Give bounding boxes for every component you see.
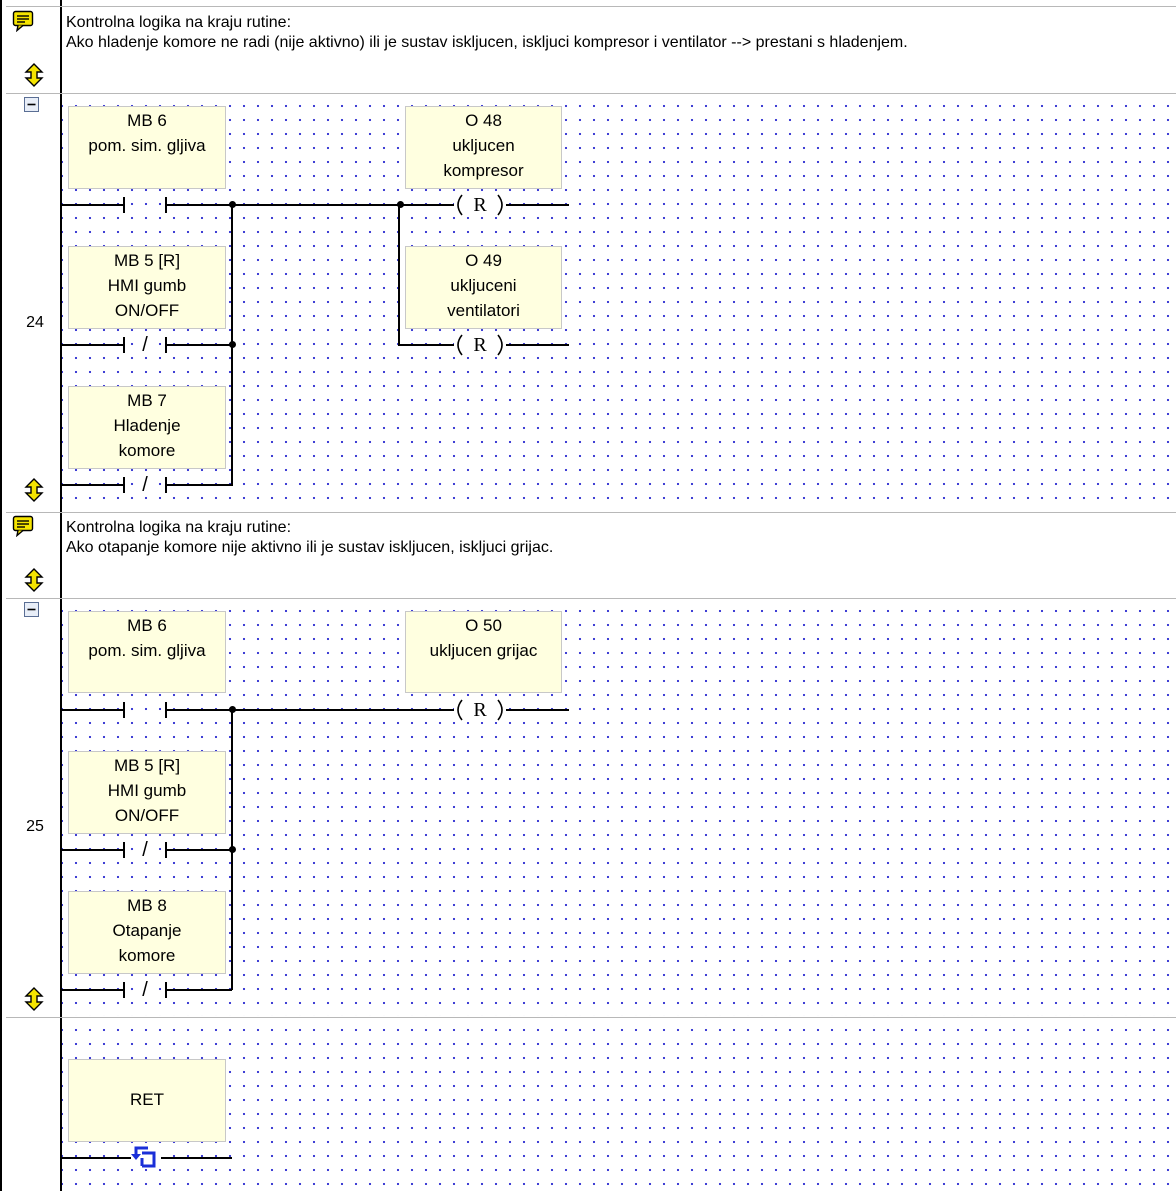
coil-o50[interactable]: O 50 ukljucen grijac [405,611,562,693]
contact-mb5[interactable]: MB 5 [R] HMI gumb ON/OFF [68,246,226,329]
operand-address: MB 7 [127,391,167,410]
comment-line: Kontrolna logika na kraju rutine: [66,14,292,31]
junction-node [229,341,236,348]
move-updown-icon[interactable] [24,568,44,592]
wire [166,204,569,206]
coil-symbol: R [471,335,489,355]
move-updown-icon[interactable] [24,478,44,502]
no-contact-plate-left [123,197,125,213]
separator [6,93,1176,94]
operand-address: O 50 [465,616,502,635]
rung-number: 24 [26,314,44,331]
comment-icon[interactable] [12,10,34,32]
operand-address: O 48 [465,111,502,130]
comment-text: Kontrolna logika na kraju rutine: Ako ot… [66,518,553,558]
junction-node [229,706,236,713]
separator [6,6,1176,7]
wire [398,205,400,346]
coil-o48[interactable]: O 48 ukljucen kompresor [405,106,562,189]
separator [6,512,1176,513]
operand-comment: HMI gumb [107,276,187,295]
operand-address: MB 5 [R] [113,251,181,270]
contact-mb6[interactable]: MB 6 pom. sim. gljiva [68,611,226,693]
rung-number: 25 [26,818,44,835]
wire [62,204,124,206]
operand-comment: komore [118,441,176,460]
move-updown-icon[interactable] [24,987,44,1011]
operand-comment: Otapanje [112,921,182,940]
rung-24-grid [62,96,1176,510]
operand-comment: Hladenje [113,416,181,435]
collapse-minus-icon[interactable] [24,97,39,112]
nc-contact-plate-left [123,337,125,353]
comment-line: Kontrolna logika na kraju rutine: [66,519,292,536]
nc-contact-slash: / [137,335,153,355]
wire [166,344,232,346]
comment-line: Ako otapanje komore nije aktivno ili je … [66,539,554,556]
left-gutter [0,0,60,1191]
separator [6,1017,1176,1018]
wire [166,849,232,851]
wire [166,484,232,486]
no-contact-plate-left [123,702,125,718]
wire [166,709,569,711]
contact-mb7[interactable]: MB 7 Hladenje komore [68,386,226,469]
nc-contact-slash: / [137,840,153,860]
operand-comment: ukljuceni [450,276,517,295]
operand-address: O 49 [465,251,502,270]
operand-address: MB 5 [R] [113,756,181,775]
operand-comment: ukljucen [452,136,515,155]
contact-mb8[interactable]: MB 8 Otapanje komore [68,891,226,974]
wire [62,709,124,711]
nc-contact-plate-left [123,982,125,998]
contact-mb5[interactable]: MB 5 [R] HMI gumb ON/OFF [68,751,226,834]
comment-text: Kontrolna logika na kraju rutine: Ako hl… [66,13,908,53]
nc-contact-slash: / [137,980,153,1000]
move-updown-icon[interactable] [24,63,44,87]
junction-node [229,201,236,208]
operand-address: MB 6 [127,616,167,635]
operand-comment: ON/OFF [114,301,180,320]
nc-contact-plate-left [123,842,125,858]
operand-comment: komore [118,946,176,965]
junction-node [397,201,404,208]
comment-icon[interactable] [12,515,34,537]
operand-comment: ON/OFF [114,806,180,825]
left-power-rail [60,0,62,1191]
wire [62,484,124,486]
operand-comment: ukljucen grijac [429,641,538,660]
coil-symbol: R [471,195,489,215]
operand-comment: pom. sim. gljiva [88,641,206,660]
nc-contact-plate-left [123,477,125,493]
operand-comment: HMI gumb [107,781,187,800]
operand-comment: ventilatori [447,301,520,320]
wire [62,989,124,991]
operand-address: MB 6 [127,111,167,130]
rung-25-grid [62,601,1176,1016]
return-icon [131,1146,161,1168]
junction-node [229,846,236,853]
operand-comment: pom. sim. gljiva [88,136,206,155]
ret-label: RET [130,1090,164,1109]
wire [166,989,232,991]
operand-address: MB 8 [127,896,167,915]
comment-line: Ako hladenje komore ne radi (nije aktivn… [66,34,908,51]
contact-mb6[interactable]: MB 6 pom. sim. gljiva [68,106,226,189]
nc-contact-slash: / [137,475,153,495]
wire [62,344,124,346]
collapse-minus-icon[interactable] [24,602,39,617]
operand-comment: kompresor [443,161,524,180]
coil-symbol: R [471,700,489,720]
ret-instruction[interactable]: RET [68,1059,226,1142]
separator [6,598,1176,599]
rung-26-grid [62,1020,1176,1191]
wire [62,849,124,851]
coil-o49[interactable]: O 49 ukljuceni ventilatori [405,246,562,329]
